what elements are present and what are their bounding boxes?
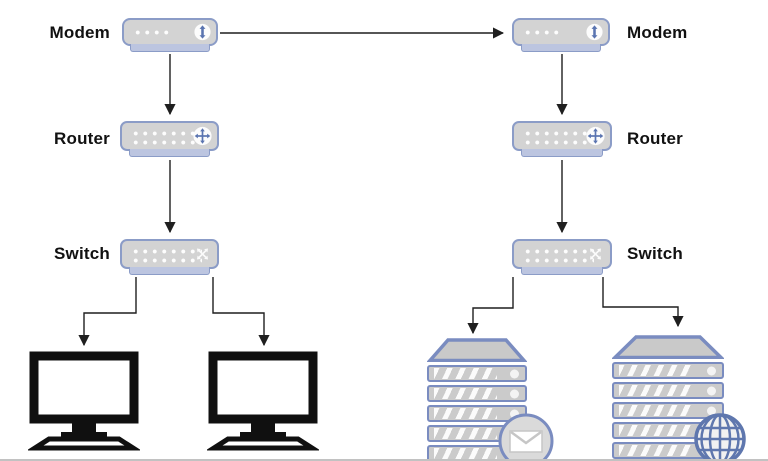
globe-icon [694, 413, 746, 459]
router-ports [522, 128, 594, 146]
router-ports [130, 128, 202, 146]
desktop-computer-icon [207, 351, 319, 451]
modem-ports [132, 27, 170, 36]
left-modem-label: Modem [49, 23, 110, 42]
server-slat [427, 365, 527, 382]
right-router-label: Router [627, 129, 683, 148]
modem-ports [522, 27, 560, 36]
left-switch-label: Switch [54, 244, 110, 263]
left-router-device [120, 121, 219, 157]
four-way-arrow-icon [586, 126, 605, 146]
web-server-icon [612, 334, 746, 459]
server-top [427, 338, 527, 362]
right-modem-label: Modem [627, 23, 688, 42]
right-switch-device [512, 239, 612, 275]
right-modem-device [512, 18, 610, 52]
four-way-arrow-icon [193, 126, 212, 146]
switch-ports [130, 246, 202, 264]
server-slat [427, 405, 527, 422]
crossed-arrows-icon [196, 248, 209, 260]
up-down-arrow-icon [194, 23, 211, 41]
switch-ports [522, 246, 594, 264]
mail-server-icon [427, 337, 554, 459]
server-slat [427, 385, 527, 402]
crossed-arrows-icon [589, 248, 602, 260]
server-top [612, 335, 724, 359]
right-switch-label: Switch [627, 244, 683, 263]
server-slat [612, 362, 724, 379]
right-router-device [512, 121, 612, 157]
left-switch-device [120, 239, 219, 275]
mail-icon [498, 413, 554, 459]
left-router-label: Router [54, 129, 110, 148]
up-down-arrow-icon [586, 23, 603, 41]
server-slat [612, 382, 724, 399]
left-modem-device [122, 18, 218, 52]
desktop-computer-icon [28, 351, 140, 451]
server-slat [612, 402, 724, 419]
